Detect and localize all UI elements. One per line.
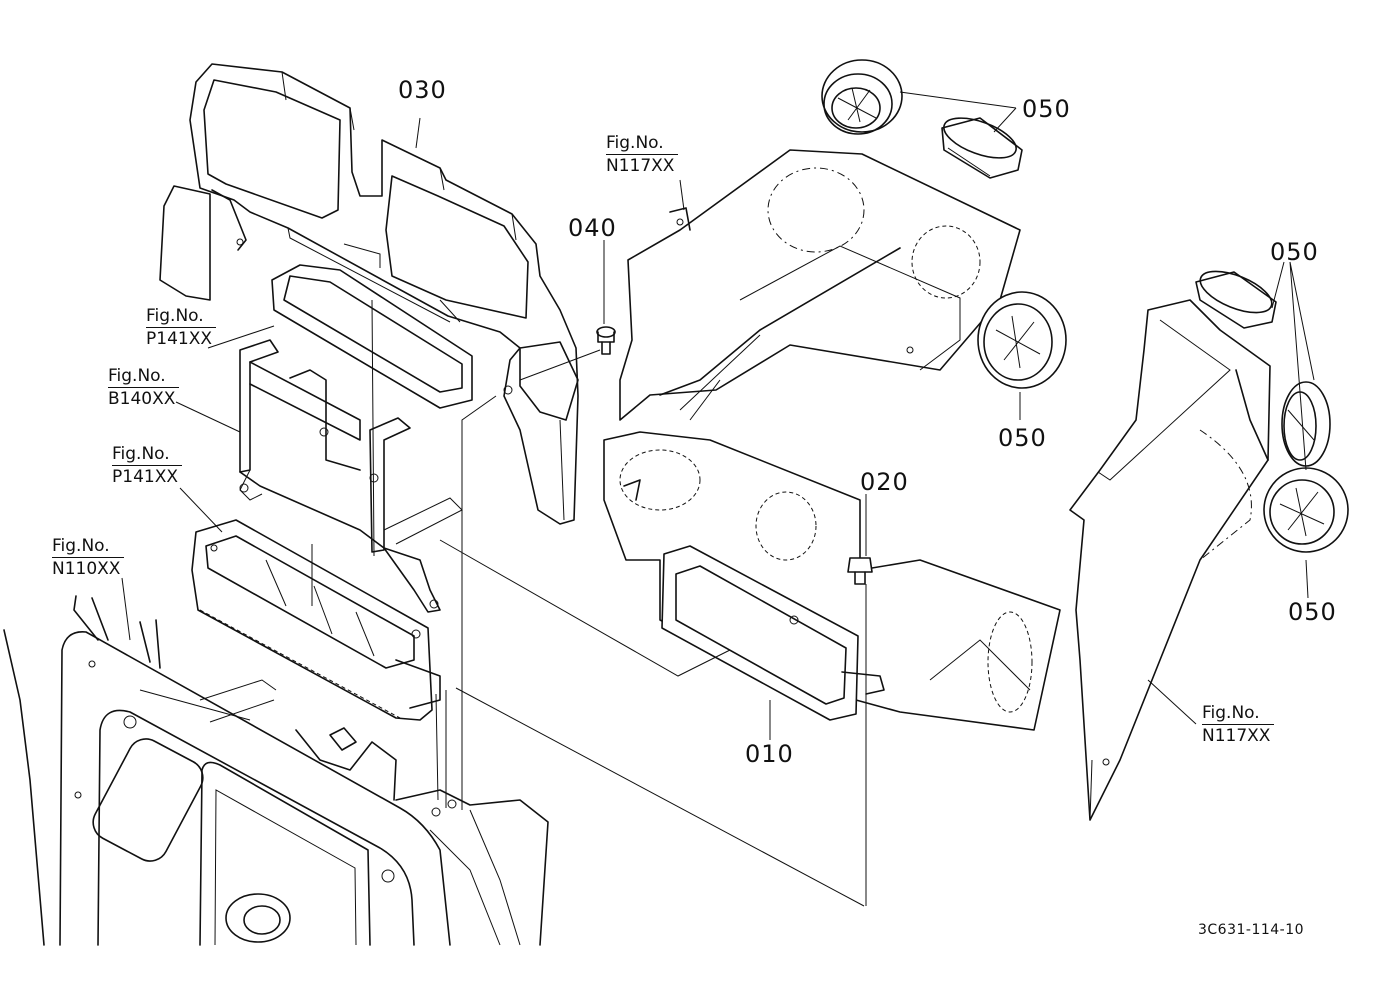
right-side-duct (1069, 299, 1271, 821)
fig-ref-number: N117XX (606, 154, 679, 177)
fig-ref-b140: Fig.No. B140XX (108, 365, 180, 410)
vent-050-right-a (1195, 270, 1277, 329)
part-label-050: 050 (1022, 95, 1071, 123)
fig-ref-number: P141XX (146, 327, 216, 350)
fig-ref-caption: Fig.No. (146, 306, 204, 326)
upper-duct-housing (619, 149, 1021, 421)
fig-ref-number: P141XX (112, 465, 182, 488)
leader-lines (121, 91, 1315, 907)
part-label-050: 050 (1288, 598, 1337, 626)
fig-ref-n117-right: Fig.No. N117XX (1202, 702, 1275, 747)
fig-ref-caption: Fig.No. (108, 366, 166, 386)
part-label-030: 030 (398, 76, 447, 104)
fig-ref-caption: Fig.No. (606, 133, 664, 153)
fig-ref-caption: Fig.No. (1202, 703, 1260, 723)
fig-ref-caption: Fig.No. (52, 536, 110, 556)
part-label-010: 010 (745, 740, 794, 768)
fig-ref-p141-upper: Fig.No. P141XX (146, 305, 216, 350)
part-label-050: 050 (998, 424, 1047, 452)
part-label-020: 020 (860, 468, 909, 496)
fig-ref-caption: Fig.No. (112, 444, 170, 464)
duct-p141-lower (191, 519, 441, 721)
fig-ref-n110: Fig.No. N110XX (52, 535, 125, 580)
vent-050-right-b (1281, 381, 1331, 467)
duct-010 (603, 431, 1061, 731)
vent-050-right-c (1263, 467, 1349, 553)
part-label-050: 050 (1270, 238, 1319, 266)
screw-040 (596, 326, 616, 355)
cab-frame-drawing (3, 595, 549, 946)
vent-050-top-a (821, 59, 903, 135)
bracket-b140 (239, 339, 463, 613)
part-label-040: 040 (568, 214, 617, 242)
vent-050-mid (977, 291, 1067, 389)
vent-050-top-b (941, 117, 1023, 179)
drawing-code: 3C631-114-10 (1198, 922, 1305, 938)
fig-ref-number: N117XX (1202, 724, 1275, 747)
fig-ref-number: N110XX (52, 557, 125, 580)
fig-ref-p141-lower: Fig.No. P141XX (112, 443, 182, 488)
fig-ref-n117-top: Fig.No. N117XX (606, 132, 679, 177)
bolt-020 (847, 557, 873, 585)
fig-ref-number: B140XX (108, 387, 180, 410)
panel-030-drawing (159, 63, 579, 525)
